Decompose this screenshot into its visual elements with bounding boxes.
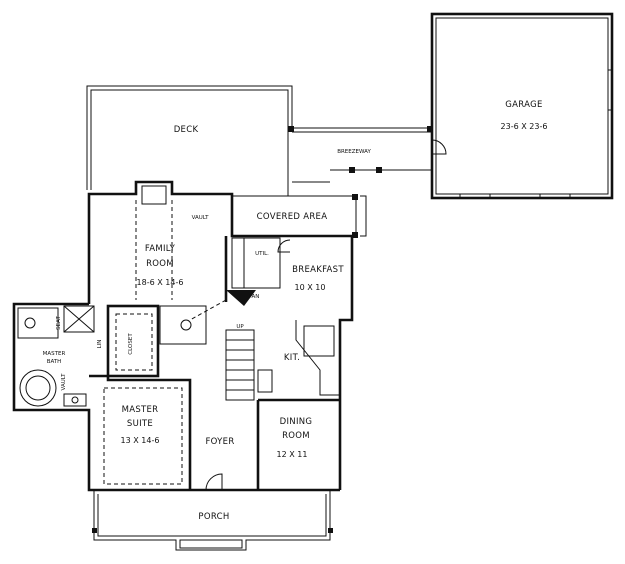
util-label: UTIL. [255, 251, 269, 257]
porch-label: PORCH [198, 512, 229, 522]
covered-area-label: COVERED AREA [257, 212, 328, 222]
family-room-label-2: ROOM [146, 259, 174, 269]
porch [92, 490, 333, 551]
master-bath-label-2: BATH [47, 359, 62, 365]
pantry-label: PAN [249, 294, 260, 300]
vault-master-label: VAULT [61, 373, 67, 391]
garage [430, 12, 614, 200]
foyer-label: FOYER [205, 437, 234, 447]
dining-room-label-2: ROOM [282, 431, 310, 441]
breakfast-dims: 10 X 10 [295, 283, 326, 292]
family-room-dims: 18-6 X 14-6 [137, 278, 184, 287]
closet-label: CLOSET [128, 333, 134, 355]
garage-label: GARAGE [505, 100, 542, 110]
vault-family-label: VAULT [192, 215, 210, 221]
linen-label: LIN [97, 340, 103, 349]
stair-up-label: UP [236, 324, 244, 330]
breezeway-label: BREEZEWAY [337, 149, 371, 155]
master-suite-label-1: MASTER [122, 405, 159, 415]
master-suite-label-2: SUITE [127, 419, 153, 429]
kitchen-label: KIT. [284, 353, 300, 363]
house-walls [12, 180, 354, 492]
dining-room-dims: 12 X 11 [277, 450, 308, 459]
breakfast-label: BREAKFAST [292, 265, 344, 275]
deck [86, 85, 293, 196]
dining-room-label-1: DINING [280, 417, 313, 427]
master-bath-label-1: MASTER [43, 351, 66, 357]
master-suite-dims: 13 X 14-6 [121, 436, 160, 445]
covered-area [232, 194, 367, 238]
garage-dims: 23-6 X 23-6 [501, 122, 548, 131]
breezeway [288, 126, 433, 183]
family-room-label-1: FAMILY [145, 244, 176, 254]
seat-label: SEAT [56, 316, 62, 330]
deck-label: DECK [174, 125, 199, 135]
